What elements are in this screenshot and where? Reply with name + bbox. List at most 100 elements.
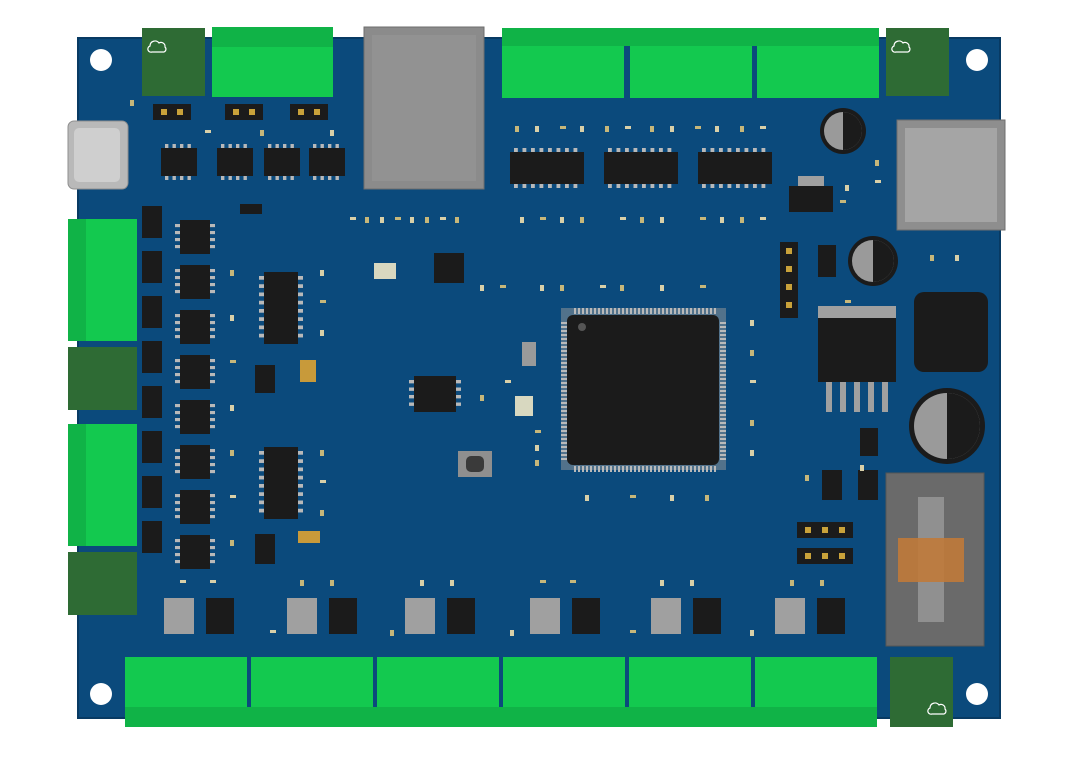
mcu-pin: [630, 308, 632, 314]
chip-pin: [573, 148, 578, 152]
microcontroller: [561, 308, 726, 470]
chip-pin: [298, 284, 303, 288]
usb-c-port-inner: [74, 128, 120, 182]
mosfet-chip: [180, 220, 210, 254]
chip-pin: [275, 144, 279, 148]
chip-pin: [650, 184, 655, 188]
mcu-pin: [561, 390, 567, 392]
chip-pin: [719, 184, 723, 188]
chip-pin: [175, 359, 180, 363]
chip-pin: [210, 456, 215, 460]
chip-pin: [210, 245, 215, 249]
dark-connector: [890, 657, 953, 727]
smd-passive: [750, 380, 756, 383]
regulator-leg: [868, 382, 874, 412]
chip-pin: [175, 269, 180, 273]
chip-pin: [259, 284, 264, 288]
mcu-pin: [720, 346, 726, 348]
chip-pin: [210, 411, 215, 415]
crystal: [374, 263, 396, 279]
mcu-pin: [678, 466, 680, 472]
chip-pin: [210, 359, 215, 363]
mosfet-chip: [161, 148, 197, 176]
chip-pin: [565, 148, 569, 152]
chip-pin: [210, 508, 215, 512]
mcu-pin: [622, 466, 624, 472]
smd-passive: [230, 360, 236, 363]
smd-passive: [580, 126, 584, 132]
mcu-pin: [674, 308, 676, 314]
smd-passive: [560, 285, 564, 291]
mosfet-chip: [264, 148, 300, 176]
crystal: [522, 342, 536, 366]
mcu-pin: [720, 394, 726, 396]
mcu-pin: [720, 354, 726, 356]
chip-pin: [175, 508, 180, 512]
chip-pin: [456, 387, 461, 391]
mosfet-chip: [572, 598, 600, 634]
smd-passive: [875, 160, 879, 166]
smd-passive: [690, 580, 694, 586]
chip-pin: [753, 148, 757, 152]
chip-pin: [259, 276, 264, 280]
driver-chip: [264, 447, 298, 519]
mcu-pin: [720, 378, 726, 380]
smd-passive: [130, 100, 134, 106]
tantalum-capacitor: [300, 360, 316, 382]
circle-hole-icon: [90, 683, 112, 705]
smd-passive: [320, 300, 326, 303]
chip-pin: [556, 184, 561, 188]
circle-hole-icon: [966, 49, 988, 71]
mcu-pin: [561, 370, 567, 372]
mcu-pin: [720, 442, 726, 444]
mcu-pin: [662, 308, 664, 314]
mcu-pin: [678, 308, 680, 314]
mcu-pin: [561, 406, 567, 408]
chip-pin: [719, 148, 723, 152]
smd-passive: [560, 217, 564, 223]
header-pin: [786, 266, 792, 272]
chip-pin: [236, 144, 240, 148]
mcu-pin: [561, 362, 567, 364]
chip-pin: [320, 176, 324, 180]
pin-header: [290, 104, 328, 120]
sot-regulator: [255, 534, 275, 564]
chip-pin: [259, 459, 264, 463]
smd-passive: [540, 580, 546, 583]
mcu-pin: [582, 308, 584, 314]
chip-pin: [210, 238, 215, 242]
chip-pin: [608, 184, 612, 188]
mcu-pin: [720, 342, 726, 344]
mcu-pin: [561, 454, 567, 456]
smd-passive: [230, 495, 236, 498]
driver-chip: [698, 152, 772, 184]
chip-pin: [175, 515, 180, 519]
chip-pin: [175, 463, 180, 467]
pin-header: [780, 242, 798, 318]
tantalum-capacitor: [298, 531, 320, 543]
chip-pin: [753, 184, 757, 188]
mcu-pin: [690, 466, 692, 472]
chip-pin: [616, 148, 621, 152]
smd-passive: [500, 285, 506, 288]
chip-pin: [667, 148, 672, 152]
mcu-pin: [720, 338, 726, 340]
chip-pin: [228, 144, 232, 148]
chip-pin: [744, 148, 749, 152]
chip-pin: [210, 425, 215, 429]
chip-pin: [210, 418, 215, 422]
smd-passive: [740, 126, 744, 132]
smd-passive: [820, 580, 824, 586]
smd-passive: [230, 450, 234, 456]
mcu-pin: [598, 466, 600, 472]
chip-pin: [298, 492, 303, 496]
smd-passive: [625, 126, 631, 129]
chip-pin: [210, 276, 215, 280]
smd-passive: [390, 630, 394, 636]
terminal-lip: [125, 707, 877, 727]
chip-pin: [667, 184, 672, 188]
mcu-pin: [720, 406, 726, 408]
mcu-pin: [578, 466, 580, 472]
chip-pin: [608, 148, 612, 152]
